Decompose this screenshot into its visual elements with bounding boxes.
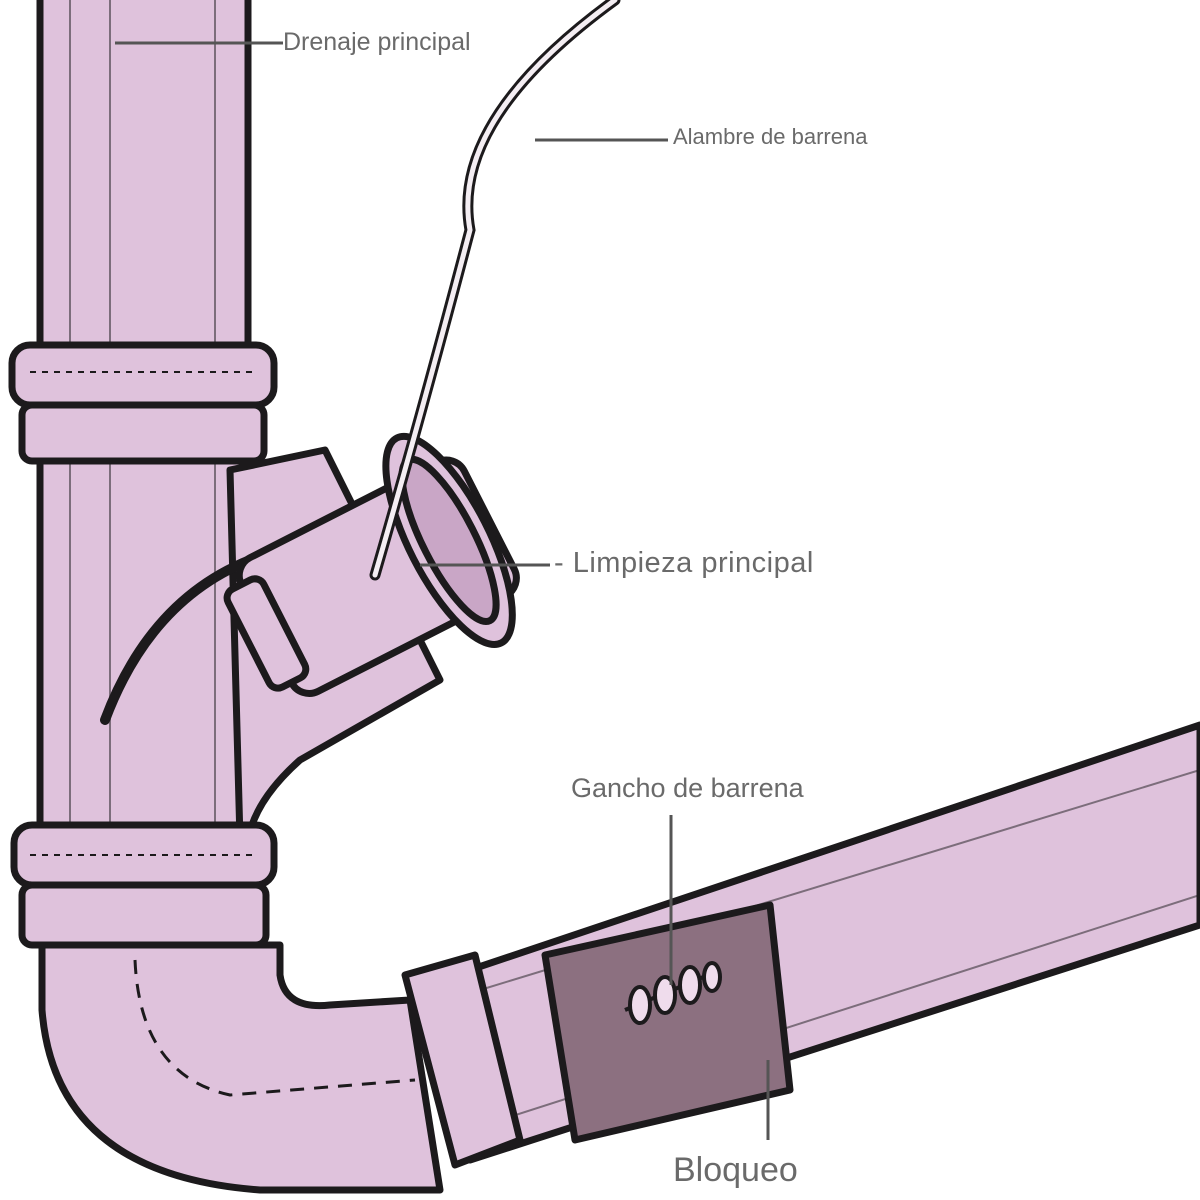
horizontal-drain-pipe	[436, 721, 1200, 1164]
blockage-label: Bloqueo	[673, 1151, 798, 1189]
main-cleanout-label: - Limpieza principal	[554, 547, 814, 579]
auger-hook-label: Gancho de barrena	[571, 773, 804, 803]
elbow-fitting	[38, 941, 444, 1194]
lower-coupling	[10, 821, 278, 949]
horizontal-coupling	[401, 951, 524, 1169]
main-drain-label: Drenaje principal	[283, 28, 471, 56]
auger-hook-tool	[624, 961, 722, 1025]
cutaway-window	[541, 901, 794, 1144]
auger-wire-label: Alambre de barrena	[673, 124, 868, 149]
upper-coupling	[8, 341, 278, 465]
